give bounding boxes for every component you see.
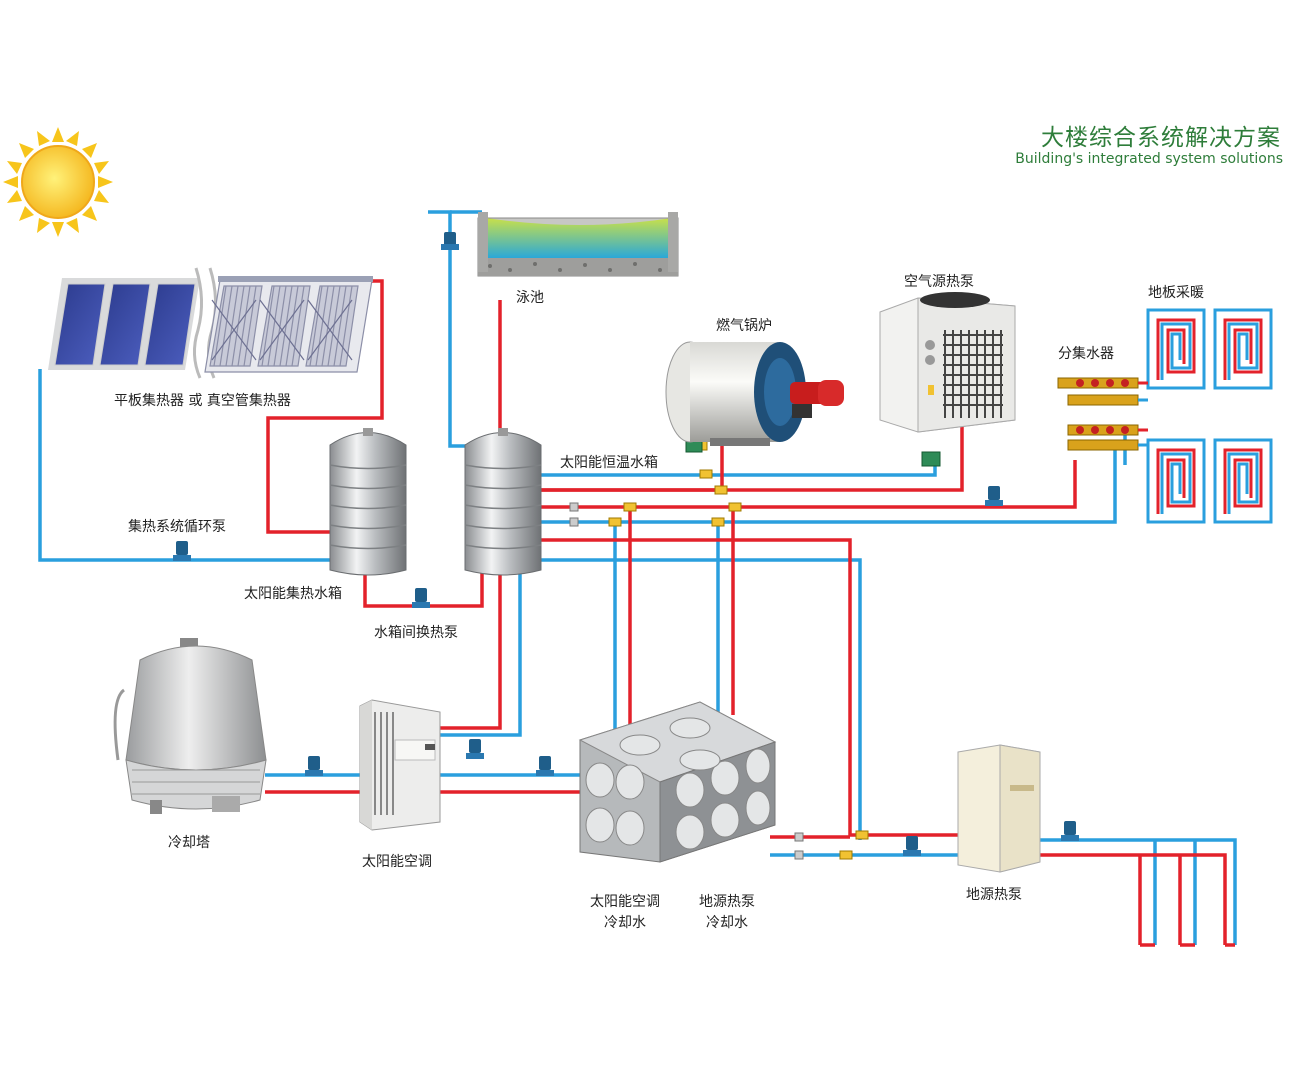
label-line: 地源热泵: [699, 894, 755, 910]
label-line: 冷却水: [604, 915, 646, 931]
pump-icon: [985, 486, 1003, 506]
cooling-tower: [113, 638, 267, 814]
label-solar-collector-tank: 太阳能集热水箱: [244, 586, 342, 602]
label-air-source-heat-pump: 空气源热泵: [904, 274, 974, 290]
pump-icon: [441, 232, 459, 250]
label-pool: 泳池: [516, 290, 544, 306]
ground-source-heat-pump: [957, 744, 1041, 873]
label-line: 冷却水: [706, 915, 748, 931]
label-manifold: 分集水器: [1058, 346, 1114, 362]
pumps: [173, 232, 1079, 856]
gas-boiler: [665, 341, 844, 446]
air-source-heat-pump: [879, 292, 1016, 433]
solar-collector-tank: [329, 428, 407, 576]
label-gas-boiler: 燃气锅炉: [716, 318, 772, 334]
label-solar-constant-temp-tank: 太阳能恒温水箱: [560, 455, 658, 471]
label-cooling-tower: 冷却塔: [168, 835, 210, 851]
pump-icon: [173, 541, 191, 561]
hot-pipes: [265, 279, 1227, 945]
pump-icon: [466, 739, 484, 759]
label-solar-ac-cooling-water: 太阳能空调 冷却水: [586, 892, 664, 934]
solar-constant-temp-tank: [464, 428, 542, 576]
page-subtitle: Building's integrated system solutions: [1015, 151, 1283, 167]
pump-icon: [1061, 821, 1079, 841]
sun-icon: [3, 127, 113, 237]
label-tank-exchange-pump: 水箱间换热泵: [374, 625, 458, 641]
page-title: 大楼综合系统解决方案: [1041, 125, 1281, 151]
label-solar-ac: 太阳能空调: [362, 854, 432, 870]
pump-icon: [536, 756, 554, 776]
label-ground-source-heat-pump: 地源热泵: [966, 887, 1022, 903]
label-ground-source-cooling-water: 地源热泵 冷却水: [692, 892, 762, 934]
valves: [569, 439, 941, 860]
solar-ac-unit: [359, 699, 441, 831]
vacuum-tube-collectors: [204, 276, 373, 373]
cooling-water-tank: [578, 701, 777, 863]
pump-icon: [903, 836, 921, 856]
pump-icon: [305, 756, 323, 776]
floor-heating-coils: [1138, 308, 1273, 524]
label-collector-circulation-pump: 集热系统循环泵: [128, 519, 226, 535]
label-line: 太阳能空调: [590, 894, 660, 910]
swimming-pool: [477, 212, 679, 277]
label-floor-heating: 地板采暖: [1148, 285, 1204, 301]
manifold: [1057, 377, 1139, 451]
flat-plate-collectors: [48, 278, 200, 370]
pump-icon: [412, 588, 430, 608]
break-mark: [193, 267, 203, 379]
label-collectors: 平板集热器 或 真空管集热器: [114, 393, 291, 409]
